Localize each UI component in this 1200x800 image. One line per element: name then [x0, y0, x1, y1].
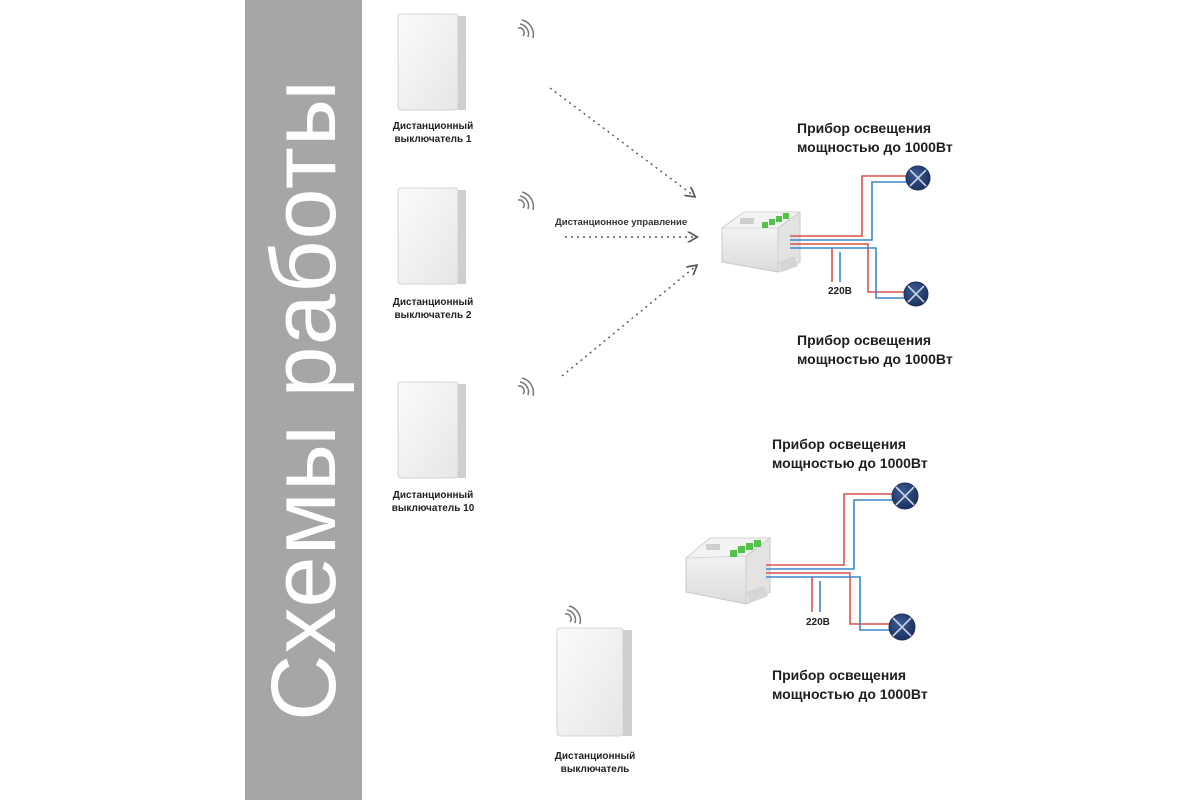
signal-icon — [564, 605, 582, 625]
switch-caption-line: выключатель 10 — [391, 503, 475, 514]
switch-caption-line: выключатель 1 — [394, 134, 472, 145]
remote-switch-single — [556, 627, 632, 737]
remote-control-label: Дистанционное управление — [555, 217, 688, 228]
switch-caption-line: Дистанционный — [392, 297, 474, 308]
switch-caption-10: Дистанционный выключатель 10 — [378, 489, 488, 515]
lamp-caption-line: мощностью до 1000Вт — [797, 139, 953, 155]
switch-caption-1: Дистанционный выключатель 1 — [378, 120, 488, 146]
wiring-top — [790, 175, 908, 299]
voltage-label: 220В — [828, 286, 852, 297]
lamp-caption-line: Прибор освещения — [772, 667, 907, 683]
signal-icon — [517, 191, 535, 211]
lamp-caption-line: мощностью до 1000Вт — [772, 686, 928, 702]
signal-icon — [517, 19, 535, 39]
lamp-icon — [905, 165, 931, 191]
sidebar-panel — [245, 0, 362, 800]
switch-caption-line: Дистанционный — [554, 751, 636, 762]
relay-module-top — [720, 211, 802, 273]
lamp-icon — [903, 281, 929, 307]
signal-icon — [517, 377, 535, 397]
switch-caption-line: Дистанционный — [392, 121, 474, 132]
switch-caption-line: выключатель 2 — [394, 310, 472, 321]
remote-switch-2 — [397, 187, 466, 285]
switch-caption-line: Дистанционный — [392, 490, 474, 501]
lamp-icon — [891, 482, 919, 510]
lamp-caption-line: Прибор освещения — [797, 332, 932, 348]
wiring-bottom — [766, 493, 893, 631]
lamp-caption-line: Прибор освещения — [772, 436, 907, 452]
voltage-label: 220В — [806, 617, 830, 628]
remote-switch-10 — [397, 381, 466, 479]
lamp-caption-bottom: Прибор освещения мощностью до 1000Вт — [797, 331, 953, 369]
signal-arrows — [549, 87, 696, 377]
lamp-caption-line: Прибор освещения — [797, 120, 932, 136]
remote-switch-1 — [397, 13, 466, 111]
lamp-caption-line: мощностью до 1000Вт — [772, 455, 928, 471]
lamp-caption-bottom: Прибор освещения мощностью до 1000Вт — [772, 666, 928, 704]
lamp-caption-line: мощностью до 1000Вт — [797, 351, 953, 367]
lamp-caption-top: Прибор освещения мощностью до 1000Вт — [797, 119, 953, 157]
lamp-caption-top: Прибор освещения мощностью до 1000Вт — [772, 435, 928, 473]
lamp-icon — [888, 613, 916, 641]
relay-module-bottom — [684, 537, 772, 605]
switch-caption-2: Дистанционный выключатель 2 — [378, 296, 488, 322]
switch-caption-line: выключатель — [560, 764, 630, 775]
switch-caption-single: Дистанционный выключатель — [540, 750, 650, 776]
